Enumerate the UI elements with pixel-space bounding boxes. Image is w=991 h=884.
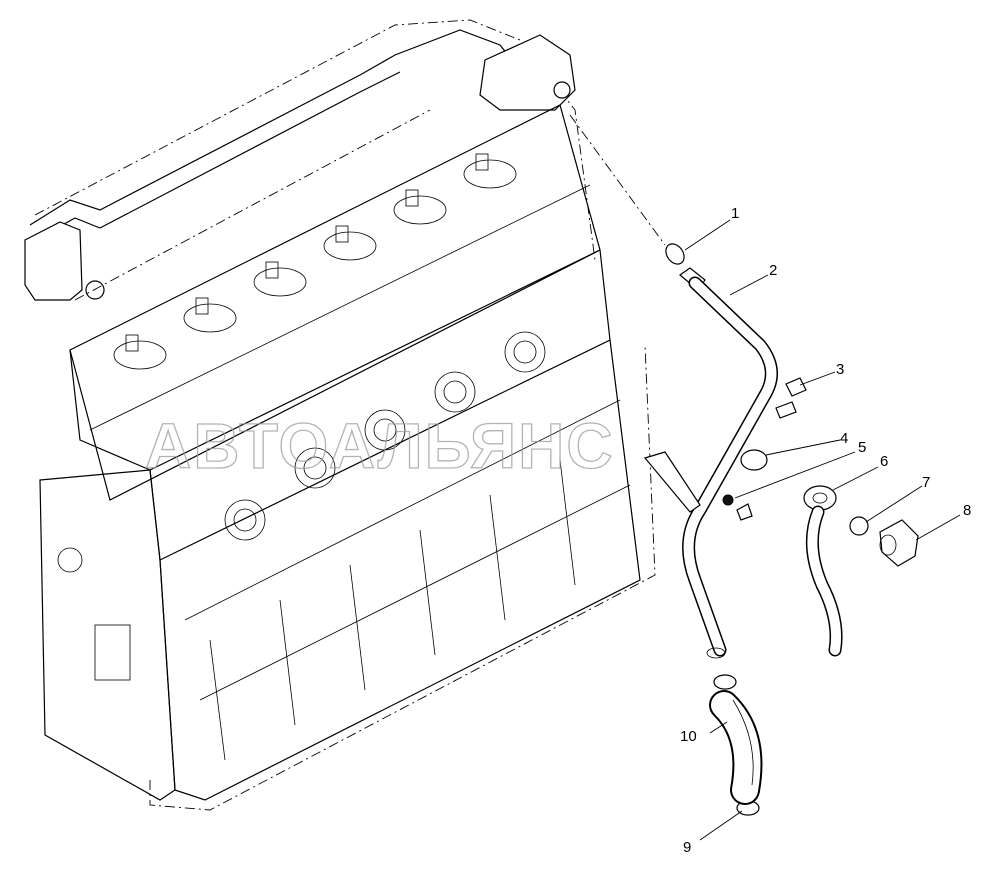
banjo-fitting — [803, 485, 843, 657]
callout-labels: 1 2 3 4 5 6 7 8 9 10 — [680, 205, 971, 856]
rubber-hose — [709, 690, 763, 805]
leader-lines — [684, 219, 961, 841]
o-ring — [849, 516, 869, 536]
bolts — [775, 377, 807, 419]
washer-small — [722, 494, 734, 506]
callout-5: 5 — [858, 439, 866, 456]
callout-3: 3 — [836, 361, 844, 378]
hose-clamp-upper — [713, 674, 737, 690]
callout-1: 1 — [731, 205, 739, 222]
seal-ring-large — [740, 449, 768, 471]
callout-7: 7 — [922, 474, 930, 491]
callout-8: 8 — [963, 502, 971, 519]
callout-6: 6 — [880, 453, 888, 470]
assembly-path — [569, 114, 666, 246]
gasket — [665, 243, 685, 265]
oil-line-parts — [569, 114, 919, 816]
banjo-bolt-small — [736, 503, 753, 521]
watermark: АВТОАЛЬЯНС — [145, 410, 615, 482]
engine-block — [24, 19, 656, 811]
oil-pipe — [643, 267, 778, 659]
callout-4: 4 — [840, 430, 848, 447]
callout-10: 10 — [680, 728, 697, 745]
hollow-plug — [879, 519, 919, 567]
callout-2: 2 — [769, 262, 777, 279]
callout-9: 9 — [683, 839, 691, 856]
